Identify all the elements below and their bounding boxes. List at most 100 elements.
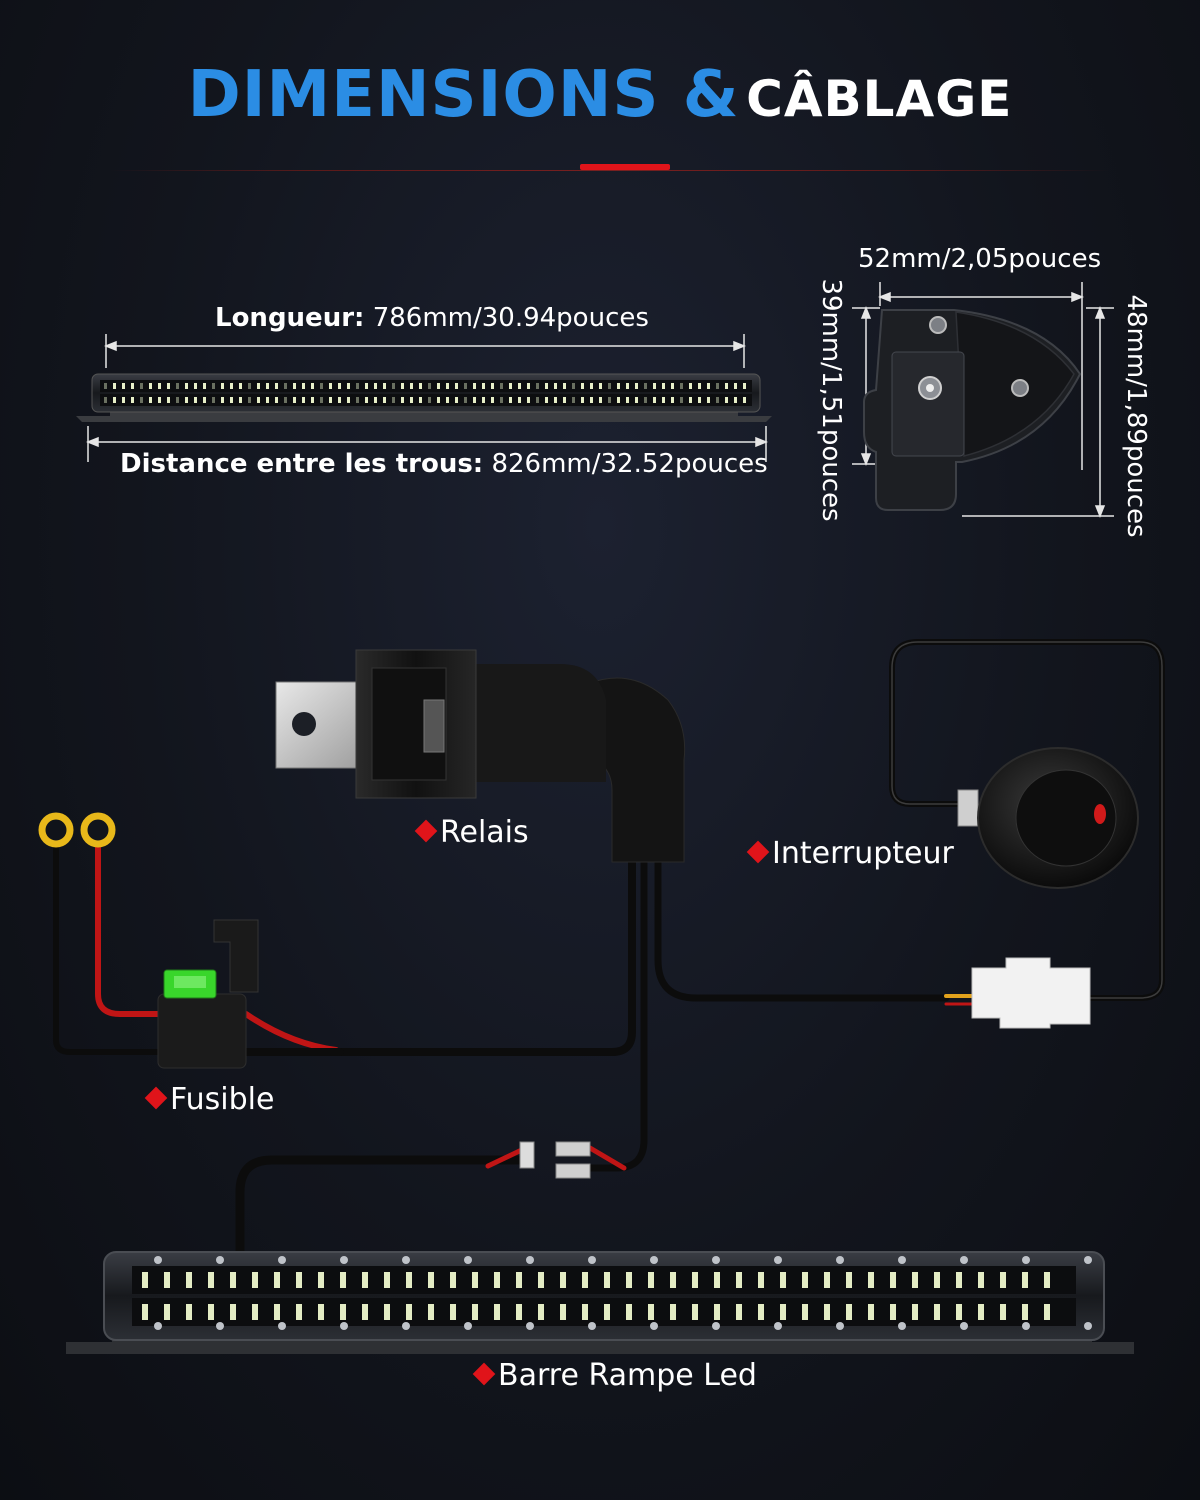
led-chip <box>670 1272 676 1288</box>
hole-distance-value: 826mm/32.52pouces <box>491 449 768 479</box>
led-chip <box>644 397 647 403</box>
led-chip <box>347 383 350 389</box>
led-chip <box>275 397 278 403</box>
led-chip <box>725 383 728 389</box>
led-chip <box>419 397 422 403</box>
led-chip <box>383 383 386 389</box>
led-chip <box>890 1304 896 1320</box>
led-chip <box>1022 1304 1028 1320</box>
led-chip <box>194 383 197 389</box>
led-chip <box>554 383 557 389</box>
led-chip <box>464 383 467 389</box>
led-chip <box>890 1272 896 1288</box>
led-chip <box>560 1304 566 1320</box>
led-chip <box>482 397 485 403</box>
led-chip <box>538 1272 544 1288</box>
led-chip <box>293 397 296 403</box>
led-chip <box>252 1304 258 1320</box>
led-chip <box>311 383 314 389</box>
led-chip <box>824 1272 830 1288</box>
screw-icon <box>898 1256 906 1264</box>
screw-icon <box>526 1322 534 1330</box>
led-chip <box>384 1272 390 1288</box>
led-chip <box>1000 1272 1006 1288</box>
led-chip <box>176 383 179 389</box>
led-chip <box>608 397 611 403</box>
led-chip <box>734 397 737 403</box>
led-chip <box>617 383 620 389</box>
diamond-marker-icon <box>746 840 770 863</box>
light-bar-end-view <box>852 282 1114 519</box>
led-chip <box>491 397 494 403</box>
led-chip <box>450 1272 456 1288</box>
led-chip <box>572 397 575 403</box>
screw-icon <box>154 1256 162 1264</box>
led-chip <box>239 397 242 403</box>
screw-icon <box>650 1322 658 1330</box>
led-chip <box>167 397 170 403</box>
led-chip <box>142 1304 148 1320</box>
led-chip <box>626 1304 632 1320</box>
led-chip <box>472 1304 478 1320</box>
ring-terminals <box>38 812 116 848</box>
spade-terminals <box>519 1141 591 1179</box>
led-chip <box>545 397 548 403</box>
led-chip <box>743 383 746 389</box>
length-dimension-line <box>103 334 747 368</box>
led-chip <box>868 1272 874 1288</box>
led-chip <box>956 1272 962 1288</box>
led-chip <box>635 383 638 389</box>
screw-icon <box>464 1322 472 1330</box>
led-chip <box>780 1304 786 1320</box>
led-chip <box>158 383 161 389</box>
title-divider <box>110 170 1110 171</box>
led-chip <box>743 397 746 403</box>
title-divider-accent <box>580 164 670 170</box>
led-chip <box>164 1304 170 1320</box>
led-chip <box>912 1272 918 1288</box>
led-chip <box>560 1272 566 1288</box>
led-chip <box>428 1304 434 1320</box>
title-part-2: CÂBLAGE <box>746 70 1013 128</box>
led-chip <box>266 383 269 389</box>
led-chip <box>450 1304 456 1320</box>
led-chip <box>212 397 215 403</box>
led-chip <box>716 383 719 389</box>
led-chip <box>680 397 683 403</box>
led-chip <box>545 383 548 389</box>
led-chip <box>208 1304 214 1320</box>
led-chip <box>194 397 197 403</box>
led-chip <box>428 383 431 389</box>
led-chip <box>248 397 251 403</box>
led-chip <box>392 397 395 403</box>
screw-icon <box>960 1322 968 1330</box>
length-dimension: Longueur: 786mm/30.94pouces <box>215 303 649 333</box>
screw-icon <box>464 1256 472 1264</box>
screw-icon <box>774 1322 782 1330</box>
led-chip <box>956 1304 962 1320</box>
led-chip <box>176 397 179 403</box>
led-chip <box>653 397 656 403</box>
screw-icon <box>278 1322 286 1330</box>
screw-icon <box>898 1322 906 1330</box>
led-chip <box>644 383 647 389</box>
led-chip <box>419 383 422 389</box>
led-chip <box>284 397 287 403</box>
led-chip <box>185 383 188 389</box>
led-chip <box>356 397 359 403</box>
led-chip <box>824 1304 830 1320</box>
led-chip <box>230 1272 236 1288</box>
led-chip <box>692 1304 698 1320</box>
led-chip <box>149 383 152 389</box>
light-bar-top-view <box>76 373 772 422</box>
led-chip <box>500 383 503 389</box>
led-chip <box>142 1272 148 1288</box>
led-chip <box>846 1272 852 1288</box>
relay <box>275 649 686 863</box>
led-chip <box>329 383 332 389</box>
wiring-harness <box>53 639 1165 1261</box>
led-chip <box>563 397 566 403</box>
led-chip <box>599 383 602 389</box>
led-chip <box>626 397 629 403</box>
led-chip <box>275 383 278 389</box>
